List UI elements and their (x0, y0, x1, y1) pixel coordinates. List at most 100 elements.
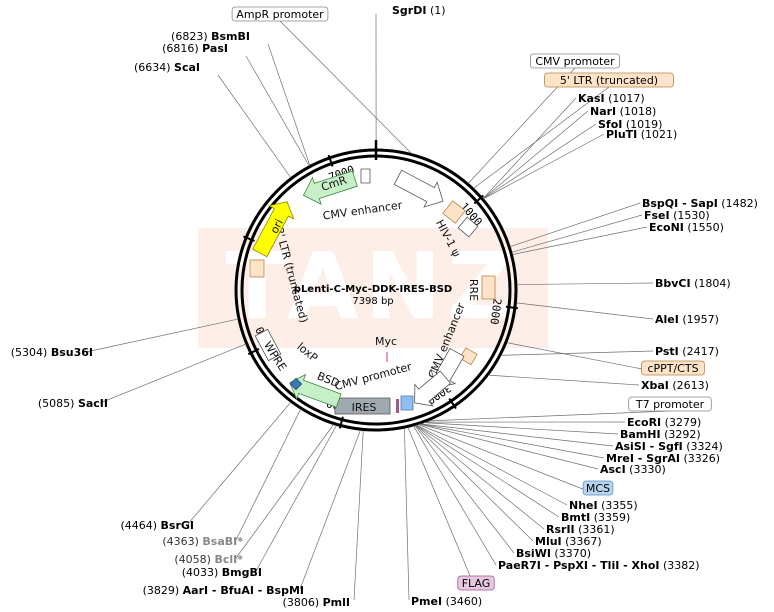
three-ltr-box (249, 259, 265, 278)
leader-bsrgi (187, 402, 291, 525)
tick-mark (247, 347, 260, 356)
feature-label-ori: ori (268, 217, 286, 236)
site-label-asci: AscI (3330) (600, 463, 666, 476)
tick-mark (243, 235, 255, 242)
box-t7-promoter (628, 396, 712, 412)
leader-nari (483, 110, 589, 199)
site-label-nari: NarI (1018) (590, 105, 656, 118)
leader-paer7i-pspxi-tlii-xhoi (413, 425, 497, 566)
box-label-mcs: MCS (586, 482, 610, 495)
feature-label-cmv-promoter: CMV promoter (333, 360, 413, 393)
site-label-bmgbi: (4033) BmgBI (182, 566, 262, 579)
leader-5-ltr-truncated (473, 86, 610, 189)
leader-t7-promoter (428, 410, 671, 422)
feature-label-myc: Myc (375, 335, 397, 348)
leader-pluti (483, 133, 605, 200)
box-label-ampr-promoter: AmpR promoter (236, 8, 324, 21)
box-ampr-promoter (231, 6, 329, 22)
tick-mark (338, 416, 344, 429)
cmv-promoter-arrow (414, 370, 452, 407)
leader-bsiwi (414, 425, 515, 554)
site-label-asisi-sgfi: AsiSI - SgfI (3324) (615, 440, 723, 453)
leader-sacii (99, 343, 246, 404)
leader-bbvci (516, 282, 654, 285)
feature-label-ires: IRES (352, 401, 377, 414)
site-label-bsiwi: BsiWI (3370) (516, 547, 591, 560)
five-ltr-box (442, 200, 466, 224)
myc-mark (386, 352, 388, 362)
tick-mark (505, 305, 518, 310)
box-label-cppt-cts: cPPT/CTS (647, 362, 698, 375)
feature-label-rre: RRE (467, 279, 480, 301)
leader-pmei (404, 428, 410, 601)
cmr-arrow (302, 170, 358, 206)
site-label-mrei-sgrai: MreI - SgrAI (3326) (606, 452, 720, 465)
site-label-xbai: XbaI (2613) (641, 379, 709, 392)
leader-rsrii (415, 424, 545, 530)
tick-mark (448, 398, 457, 410)
bsd-arrow (289, 373, 342, 408)
plasmid-name: pLenti-C-Myc-DDK-IRES-BSD (294, 284, 452, 295)
site-label-nhei: NheI (3355) (569, 499, 638, 512)
leader-econi (512, 226, 648, 255)
loxp-mark (289, 377, 303, 391)
leader-sfoi (483, 123, 597, 199)
leader-asci (419, 423, 599, 470)
box-5-ltr-truncated (544, 72, 674, 88)
leader-ampr-promoter (279, 20, 412, 154)
site-label-paer7i-pspxi-tlii-xhoi: PaeR7I - PspXI - TliI - XhoI (3382) (498, 559, 700, 572)
leader-psti (500, 350, 654, 356)
site-label-fsei: FseI (1530) (644, 209, 710, 222)
leader-bmgbi (255, 425, 337, 572)
box-flag (457, 575, 495, 591)
site-label-pmei: PmeI (3460) (411, 595, 482, 608)
leader-bamhi (423, 422, 619, 435)
box-label-t7-promoter: T7 promoter (635, 398, 705, 411)
site-label-bbvci: BbvCI (1804) (655, 277, 731, 290)
leader-bcli (235, 424, 334, 559)
ampr-promoter-box (360, 168, 371, 184)
site-label-econi: EcoNI (1550) (649, 221, 724, 234)
tick-mark (327, 154, 334, 167)
site-label-kasi: KasI (1017) (578, 92, 645, 105)
site-label-alei: AleI (1957) (655, 313, 719, 326)
site-label-pluti: PluTI (1021) (606, 128, 677, 141)
box-cmv-promoter (530, 53, 621, 69)
leader-scai (217, 74, 292, 178)
box-label-flag: FLAG (462, 577, 491, 590)
box-cppt-cts (641, 360, 705, 376)
leader-bsmbi (267, 43, 311, 166)
site-label-bsabi: (4363) BsaBI* (162, 535, 243, 548)
leader-nhei (416, 424, 568, 506)
leader-bsabi (235, 409, 301, 541)
leader-mcs (418, 424, 599, 496)
mcs-square (400, 395, 414, 411)
site-label-aari-bfuai-bspmi: (3829) AarI - BfuAI - BspMI (143, 584, 304, 597)
site-label-mlui: MluI (3367) (535, 535, 602, 548)
site-label-bamhi: BamHI (3292) (620, 428, 701, 441)
leader-mrei-sgrai (419, 423, 605, 459)
site-label-bcli: (4058) BclI* (174, 553, 243, 566)
flag-mark (396, 399, 399, 413)
leader-bspqi-sapi (510, 202, 641, 248)
ori-arrow (252, 201, 295, 258)
site-label-sacii: (5085) SacII (38, 397, 108, 410)
leader-flag (407, 427, 477, 591)
watermark-text: TANZ (226, 233, 521, 340)
leader-aari-bfuai-bspmi (299, 430, 361, 590)
site-label-bmti: BmtI (3359) (561, 511, 630, 524)
leader-kasi (482, 97, 577, 199)
site-label-sfoi: SfoI (1019) (598, 118, 662, 131)
tick-label: 2000 (487, 297, 503, 325)
leader-bmti (415, 424, 560, 518)
box-label-5-ltr-truncated: 5' LTR (truncated) (560, 74, 658, 87)
site-label-bsrgi: (4464) BsrGI (120, 519, 194, 532)
site-label-bsu36i: (5304) Bsu36I (11, 346, 93, 359)
site-label-bspqi-sapi: BspQI - SapI (1482) (642, 197, 758, 210)
leader-pasi (245, 55, 310, 167)
site-label-bsmbi: (6823) BsmBI (171, 30, 250, 43)
leader-asisi-sgfi (420, 423, 614, 447)
plasmid-size: 7398 bp (352, 296, 393, 307)
hiv-psi-box (457, 216, 479, 238)
